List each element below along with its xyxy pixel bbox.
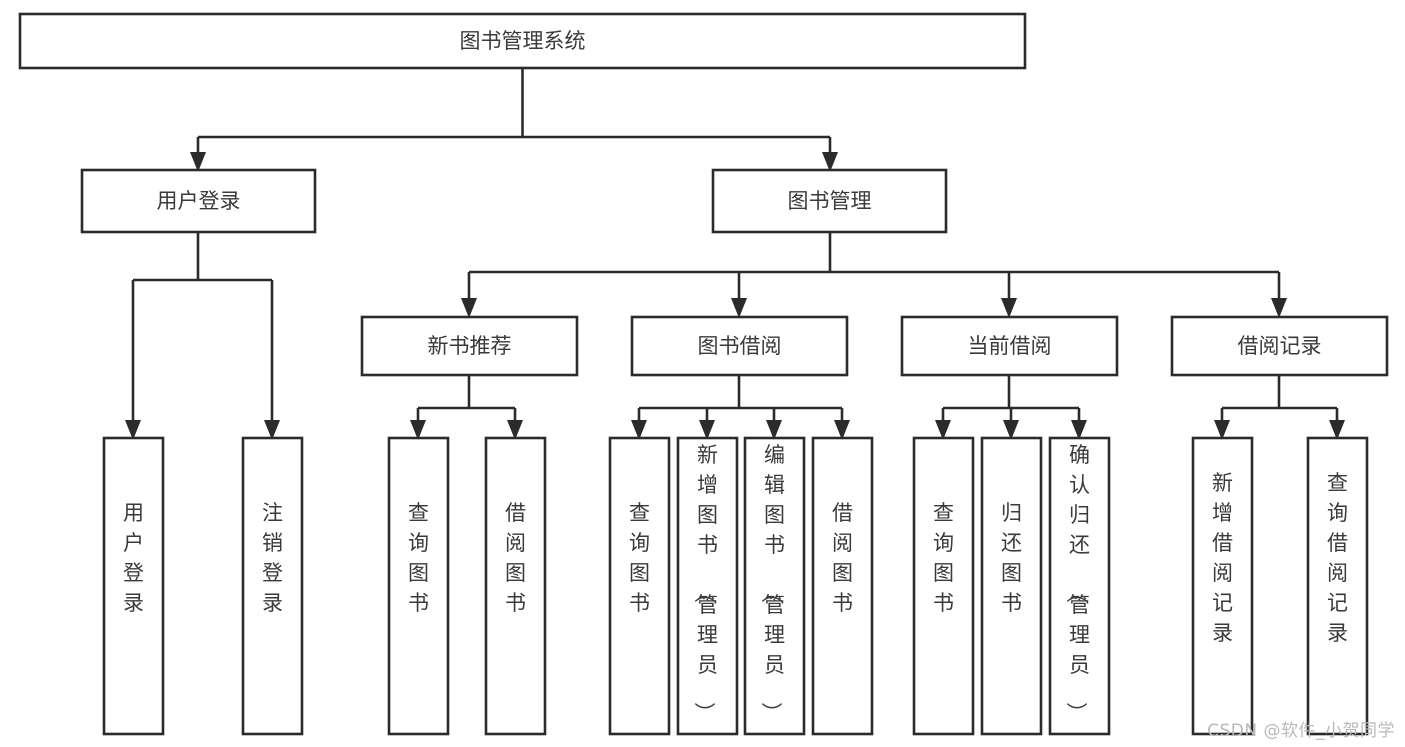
leaf-return-book[interactable]: 归还图书 — [980, 436, 1043, 736]
arrowhead-layer — [125, 152, 1345, 440]
arrow-icon-to-current-borrow — [1001, 298, 1017, 318]
node-root-box[interactable] — [18, 12, 1027, 70]
leaf-borrow-book-1-box[interactable] — [484, 436, 547, 736]
node-borrow-record-label: 借阅记录 — [1238, 334, 1322, 358]
leaf-query-book-3-box[interactable] — [912, 436, 975, 736]
node-new-book-recommend-box[interactable] — [360, 315, 579, 377]
leaf-add-book[interactable]: 新增图书（管理员） — [676, 436, 739, 736]
leaf-query-book-2-box[interactable] — [608, 436, 671, 736]
leaf-add-book-box[interactable] — [676, 436, 739, 736]
leaf-return-book-box[interactable] — [980, 436, 1043, 736]
leaf-query-borrow-record-box[interactable] — [1306, 436, 1369, 736]
arrow-icon-to-leaf-confirm-return — [1071, 420, 1087, 440]
leaf-query-book-3[interactable]: 查询图书 — [912, 436, 975, 736]
node-book-management-label: 图书管理 — [788, 189, 872, 213]
leaf-edit-book[interactable]: 编辑图书（管理员） — [743, 436, 806, 736]
arrow-icon-to-leaf-query-book-3 — [935, 420, 951, 440]
leaf-query-book-1-box[interactable] — [387, 436, 450, 736]
node-new-book-recommend-label: 新书推荐 — [428, 334, 512, 358]
connector-layer — [131, 68, 1339, 422]
leaf-edit-book-box[interactable] — [743, 436, 806, 736]
leaf-user-login-box[interactable] — [102, 436, 165, 736]
leaf-logout-login-label: 注销登录 — [262, 501, 283, 615]
leaf-query-borrow-record[interactable]: 查询借阅记录 — [1306, 436, 1369, 736]
arrow-icon-to-leaf-query-book-2 — [631, 420, 647, 440]
leaf-logout-login-box[interactable] — [241, 436, 304, 736]
arrow-icon-to-leaf-edit-book — [766, 420, 782, 440]
arrow-icon-to-user-login — [190, 152, 206, 172]
leaf-query-borrow-record-label: 查询借阅记录 — [1327, 471, 1348, 645]
leaf-add-borrow-record[interactable]: 新增借阅记录 — [1191, 436, 1254, 736]
arrow-icon-to-book-management — [822, 152, 838, 172]
leaf-add-book-label: 新增图书（管理员） — [692, 443, 718, 723]
arrow-icon-to-borrow-record — [1271, 298, 1287, 318]
node-current-borrow-label: 当前借阅 — [968, 334, 1052, 358]
node-current-borrow[interactable]: 当前借阅 — [900, 315, 1119, 377]
arrow-icon-to-leaf-borrow-book-2 — [834, 420, 850, 440]
node-user-login-label: 用户登录 — [157, 189, 241, 213]
node-book-borrow[interactable]: 图书借阅 — [630, 315, 849, 377]
leaf-query-book-2[interactable]: 查询图书 — [608, 436, 671, 736]
leaf-borrow-book-1[interactable]: 借阅图书 — [484, 436, 547, 736]
arrow-icon-to-leaf-query-book-1 — [410, 420, 426, 440]
node-borrow-record[interactable]: 借阅记录 — [1170, 315, 1389, 377]
leaf-return-book-label: 归还图书 — [1001, 501, 1022, 615]
arrow-icon-to-leaf-user-login — [125, 420, 141, 440]
leaf-borrow-book-2-box[interactable] — [811, 436, 874, 736]
leaf-confirm-return-box[interactable] — [1048, 436, 1111, 736]
node-book-management[interactable]: 图书管理 — [711, 168, 948, 234]
leaf-add-borrow-record-box[interactable] — [1191, 436, 1254, 736]
node-user-login[interactable]: 用户登录 — [80, 168, 317, 234]
leaf-logout-login[interactable]: 注销登录 — [241, 436, 304, 736]
leaf-user-login[interactable]: 用户登录 — [102, 436, 165, 736]
leaf-borrow-book-2-label: 借阅图书 — [832, 501, 853, 615]
node-book-borrow-label: 图书借阅 — [698, 334, 782, 358]
leaf-query-book-2-label: 查询图书 — [629, 501, 650, 615]
arrow-icon-to-leaf-logout-login — [264, 420, 280, 440]
leaf-borrow-book-1-label: 借阅图书 — [505, 501, 526, 615]
arrow-icon-to-leaf-add-book — [699, 420, 715, 440]
leaf-user-login-label: 用户登录 — [123, 501, 144, 615]
leaf-edit-book-label: 编辑图书（管理员） — [759, 443, 785, 723]
arrow-icon-to-leaf-add-borrow-record — [1214, 420, 1230, 440]
leaf-query-book-1[interactable]: 查询图书 — [387, 436, 450, 736]
arrow-icon-to-leaf-borrow-book-1 — [507, 420, 523, 440]
node-new-book-recommend[interactable]: 新书推荐 — [360, 315, 579, 377]
arrow-icon-to-new-book-recommend — [461, 298, 477, 318]
leaf-borrow-book-2[interactable]: 借阅图书 — [811, 436, 874, 736]
node-user-login-box[interactable] — [80, 168, 317, 234]
leaf-confirm-return[interactable]: 确认归还（管理员） — [1048, 436, 1111, 736]
node-book-management-box[interactable] — [711, 168, 948, 234]
node-current-borrow-box[interactable] — [900, 315, 1119, 377]
arrow-icon-to-book-borrow — [731, 298, 747, 318]
leaf-add-borrow-record-label: 新增借阅记录 — [1212, 471, 1233, 645]
node-borrow-record-box[interactable] — [1170, 315, 1389, 377]
leaf-query-book-1-label: 查询图书 — [408, 501, 429, 615]
leaf-confirm-return-label: 确认归还（管理员） — [1064, 443, 1090, 723]
node-book-borrow-box[interactable] — [630, 315, 849, 377]
arrow-icon-to-leaf-query-borrow-record — [1329, 420, 1345, 440]
leaf-query-book-3-label: 查询图书 — [933, 501, 954, 615]
node-root-label: 图书管理系统 — [460, 29, 586, 53]
arrow-icon-to-leaf-return-book — [1003, 420, 1019, 440]
node-root[interactable]: 图书管理系统 — [18, 12, 1027, 70]
